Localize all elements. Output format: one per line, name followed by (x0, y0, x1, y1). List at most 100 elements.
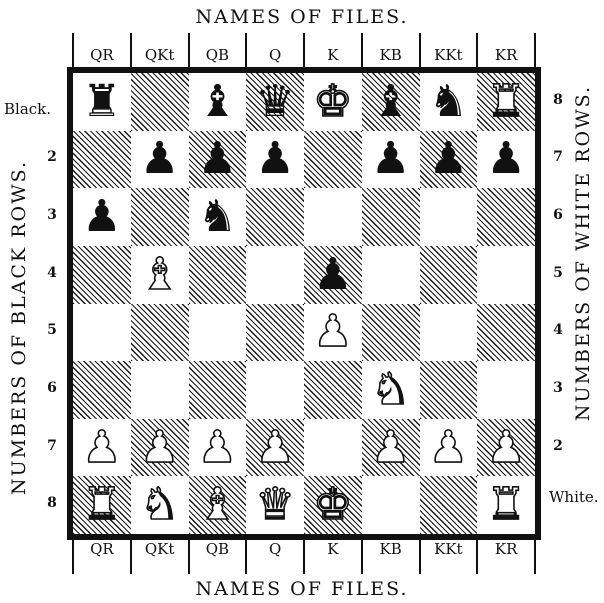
board-square-kb-5[interactable] (362, 304, 420, 362)
file-label-q: Q (245, 540, 305, 558)
black-bishop-icon[interactable]: ♝ (189, 73, 247, 131)
board-square-kr-3[interactable] (477, 188, 535, 246)
white-bishop-icon[interactable]: ♝ (131, 246, 189, 304)
board-square-kb-1[interactable]: ♝ (362, 73, 420, 131)
board-square-kkt-7[interactable]: ♟ (420, 419, 478, 477)
black-pawn-icon[interactable]: ♟ (477, 131, 535, 189)
board-square-kr-5[interactable] (477, 304, 535, 362)
board-square-qb-1[interactable]: ♝ (189, 73, 247, 131)
board-square-kb-7[interactable]: ♟ (362, 419, 420, 477)
black-bishop-icon[interactable]: ♝ (362, 73, 420, 131)
board-square-k-7[interactable] (304, 419, 362, 477)
board-square-qb-8[interactable]: ♝ (189, 476, 247, 534)
white-rook-icon[interactable]: ♜ (73, 476, 131, 534)
black-pawn-icon[interactable]: ♟ (246, 131, 304, 189)
black-pawn-icon[interactable]: ♟ (73, 188, 131, 246)
board-square-qkt-6[interactable] (131, 361, 189, 419)
board-square-qb-3[interactable]: ♞ (189, 188, 247, 246)
board-square-q-3[interactable] (246, 188, 304, 246)
white-queen-icon[interactable]: ♛ (246, 476, 304, 534)
board-square-q-5[interactable] (246, 304, 304, 362)
board-square-kr-2[interactable]: ♟ (477, 131, 535, 189)
black-knight-icon[interactable]: ♞ (420, 73, 478, 131)
white-knight-icon[interactable]: ♞ (131, 476, 189, 534)
board-square-kkt-3[interactable] (420, 188, 478, 246)
black-queen-icon[interactable]: ♛ (246, 73, 304, 131)
board-square-kkt-6[interactable] (420, 361, 478, 419)
board-square-qr-3[interactable]: ♟ (73, 188, 131, 246)
board-square-kb-8[interactable] (362, 476, 420, 534)
white-pawn-icon[interactable]: ♟ (189, 419, 247, 477)
board-square-qr-6[interactable] (73, 361, 131, 419)
board-square-qb-7[interactable]: ♟ (189, 419, 247, 477)
board-square-k-2[interactable] (304, 131, 362, 189)
white-pawn-icon[interactable]: ♟ (420, 419, 478, 477)
board-square-kr-8[interactable]: ♜ (477, 476, 535, 534)
board-square-k-1[interactable]: ♚ (304, 73, 362, 131)
black-pawn-icon[interactable]: ♟ (189, 131, 247, 189)
board-square-qr-4[interactable] (73, 246, 131, 304)
board-square-kkt-2[interactable]: ♟ (420, 131, 478, 189)
chess-board: ♜♝♛♚♝♞♜♟♟♟♟♟♟♟♞♝♟♟♞♟♟♟♟♟♟♟♜♞♝♛♚♜ (67, 67, 541, 540)
white-bishop-icon[interactable]: ♝ (189, 476, 247, 534)
board-square-qkt-7[interactable]: ♟ (131, 419, 189, 477)
black-pawn-icon[interactable]: ♟ (304, 246, 362, 304)
row-number: 3 (548, 380, 568, 396)
board-square-kr-6[interactable] (477, 361, 535, 419)
board-square-qb-6[interactable] (189, 361, 247, 419)
board-square-kb-2[interactable]: ♟ (362, 131, 420, 189)
white-pawn-icon[interactable]: ♟ (477, 419, 535, 477)
board-square-kb-4[interactable] (362, 246, 420, 304)
board-square-qb-4[interactable] (189, 246, 247, 304)
board-square-q-1[interactable]: ♛ (246, 73, 304, 131)
black-pawn-icon[interactable]: ♟ (131, 131, 189, 189)
board-square-k-4[interactable]: ♟ (304, 246, 362, 304)
board-square-kkt-4[interactable] (420, 246, 478, 304)
white-knight-icon[interactable]: ♞ (362, 361, 420, 419)
board-square-qr-2[interactable] (73, 131, 131, 189)
board-square-qkt-5[interactable] (131, 304, 189, 362)
board-square-qr-5[interactable] (73, 304, 131, 362)
board-square-kb-3[interactable] (362, 188, 420, 246)
board-square-kkt-1[interactable]: ♞ (420, 73, 478, 131)
board-square-qkt-4[interactable]: ♝ (131, 246, 189, 304)
board-square-kr-1[interactable]: ♜ (477, 73, 535, 131)
board-square-k-8[interactable]: ♚ (304, 476, 362, 534)
board-square-qkt-1[interactable] (131, 73, 189, 131)
board-square-q-6[interactable] (246, 361, 304, 419)
board-square-q-8[interactable]: ♛ (246, 476, 304, 534)
row-number: 2 (42, 149, 62, 165)
board-square-kb-6[interactable]: ♞ (362, 361, 420, 419)
white-rook-icon[interactable]: ♜ (477, 476, 535, 534)
board-square-kr-4[interactable] (477, 246, 535, 304)
black-knight-icon[interactable]: ♞ (189, 188, 247, 246)
board-square-qr-7[interactable]: ♟ (73, 419, 131, 477)
white-pawn-icon[interactable]: ♟ (304, 304, 362, 362)
board-square-qkt-8[interactable]: ♞ (131, 476, 189, 534)
board-square-k-6[interactable] (304, 361, 362, 419)
white-rook-icon[interactable]: ♜ (477, 73, 535, 131)
black-rook-icon[interactable]: ♜ (73, 73, 131, 131)
board-square-qkt-3[interactable] (131, 188, 189, 246)
board-square-qr-1[interactable]: ♜ (73, 73, 131, 131)
board-square-q-4[interactable] (246, 246, 304, 304)
black-pawn-icon[interactable]: ♟ (362, 131, 420, 189)
board-square-qkt-2[interactable]: ♟ (131, 131, 189, 189)
white-king-icon[interactable]: ♚ (304, 476, 362, 534)
black-pawn-icon[interactable]: ♟ (420, 131, 478, 189)
board-square-q-2[interactable]: ♟ (246, 131, 304, 189)
board-square-qb-5[interactable] (189, 304, 247, 362)
white-pawn-icon[interactable]: ♟ (131, 419, 189, 477)
board-square-kr-7[interactable]: ♟ (477, 419, 535, 477)
board-square-q-7[interactable]: ♟ (246, 419, 304, 477)
board-square-kkt-5[interactable] (420, 304, 478, 362)
board-square-qb-2[interactable]: ♟ (189, 131, 247, 189)
white-king-icon[interactable]: ♚ (304, 73, 362, 131)
white-pawn-icon[interactable]: ♟ (73, 419, 131, 477)
board-square-qr-8[interactable]: ♜ (73, 476, 131, 534)
white-pawn-icon[interactable]: ♟ (362, 419, 420, 477)
board-square-k-5[interactable]: ♟ (304, 304, 362, 362)
board-square-k-3[interactable] (304, 188, 362, 246)
board-square-kkt-8[interactable] (420, 476, 478, 534)
white-pawn-icon[interactable]: ♟ (246, 419, 304, 477)
